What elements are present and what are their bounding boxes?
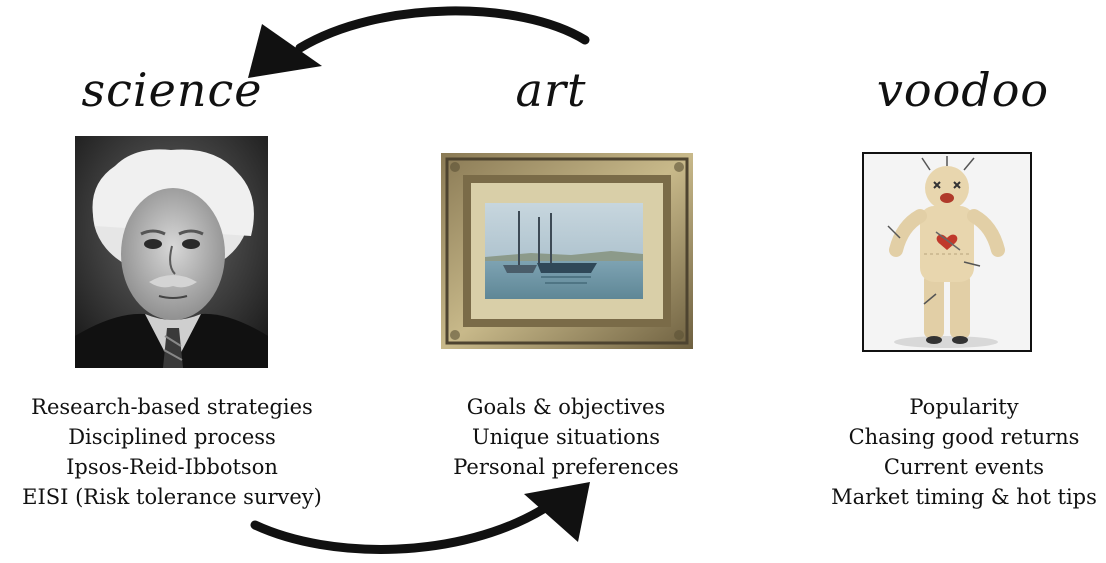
list-item: Disciplined process (68, 425, 276, 449)
list-item: Unique situations (471, 425, 661, 449)
art-title: art (515, 63, 587, 117)
list-item: Popularity (909, 395, 1019, 419)
bottom-curved-arrow (250, 503, 550, 554)
voodoo-list: Popularity Chasing good returns Current … (794, 392, 1106, 512)
list-item: Research-based strategies (31, 395, 313, 419)
list-item: Chasing good returns (848, 425, 1080, 449)
list-item: Ipsos-Reid-Ibbotson (66, 455, 278, 479)
list-item: EISI (Risk tolerance survey) (22, 485, 322, 509)
einstein-portrait-image (75, 136, 268, 368)
list-item: Market timing & hot tips (831, 485, 1097, 509)
bottom-arrowhead (524, 482, 590, 542)
top-arrowhead (248, 24, 322, 78)
voodoo-title: voodoo (876, 63, 1050, 117)
list-item: Personal preferences (453, 455, 679, 479)
art-list: Goals & objectives Unique situations Per… (396, 392, 736, 482)
top-curved-arrow (295, 6, 590, 53)
science-list: Research-based strategies Disciplined pr… (2, 392, 342, 512)
framed-painting-image (441, 153, 693, 349)
list-item: Goals & objectives (466, 395, 666, 419)
science-title: science (81, 63, 263, 117)
voodoo-doll-image (862, 152, 1032, 352)
list-item: Current events (883, 455, 1045, 479)
